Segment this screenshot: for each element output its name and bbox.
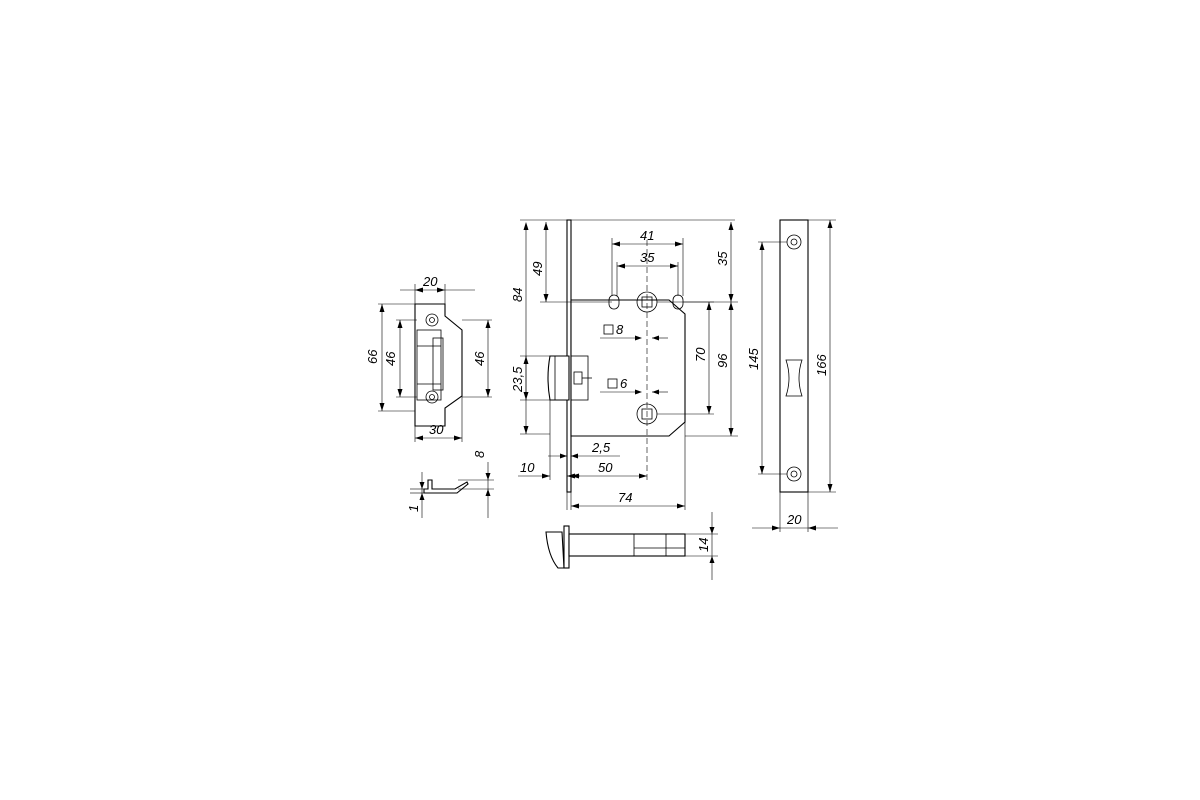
strike-height-right-label: 46: [472, 351, 487, 366]
lock-depth-74-label: 74: [618, 490, 632, 505]
strike-width-bottom-label: 30: [429, 422, 444, 437]
strike-width-top-label: 20: [422, 274, 438, 289]
faceplate: [779, 219, 809, 493]
latch-profile-dimensions: [685, 512, 718, 580]
lock-body: [547, 219, 686, 493]
square-6-symbol: [607, 378, 618, 389]
faceplate-height-145-label: 145: [746, 348, 761, 370]
faceplate-width-20-label: 20: [786, 512, 802, 527]
lock-square-6-label: 6: [620, 376, 628, 391]
strike-plate: [414, 303, 463, 427]
faceplate-dimensions: [752, 219, 838, 532]
strike-profile-height-label: 8: [472, 450, 487, 458]
strike-plate-dimensions: [378, 284, 492, 442]
lock-offset-2-5-label: 2,5: [591, 440, 611, 455]
lock-latch-23-5-label: 23,5: [510, 366, 525, 393]
latch-height-14-label: 14: [696, 538, 711, 552]
latch-profile: [545, 525, 686, 569]
lock-height-49-label: 49: [530, 262, 545, 276]
lock-backset-50-label: 50: [598, 460, 613, 475]
lock-body-dimensions: [518, 219, 738, 510]
lock-height-70-label: 70: [693, 347, 708, 362]
strike-height-outer-label: 66: [365, 349, 380, 364]
lock-height-84-label: 84: [510, 288, 525, 302]
strike-profile-thickness-label: 1: [406, 505, 421, 512]
lock-square-8-label: 8: [616, 322, 624, 337]
square-8-symbol: [603, 324, 614, 335]
lock-height-96-label: 96: [715, 353, 730, 368]
lock-spacing-41-label: 41: [640, 228, 654, 243]
lock-offset-10-label: 10: [520, 460, 535, 475]
faceplate-height-166-label: 166: [814, 354, 829, 376]
lock-height-35-label: 35: [715, 251, 730, 266]
strike-profile: [410, 462, 494, 518]
strike-height-inner-label: 46: [383, 351, 398, 366]
lock-spacing-35-label: 35: [640, 250, 655, 265]
